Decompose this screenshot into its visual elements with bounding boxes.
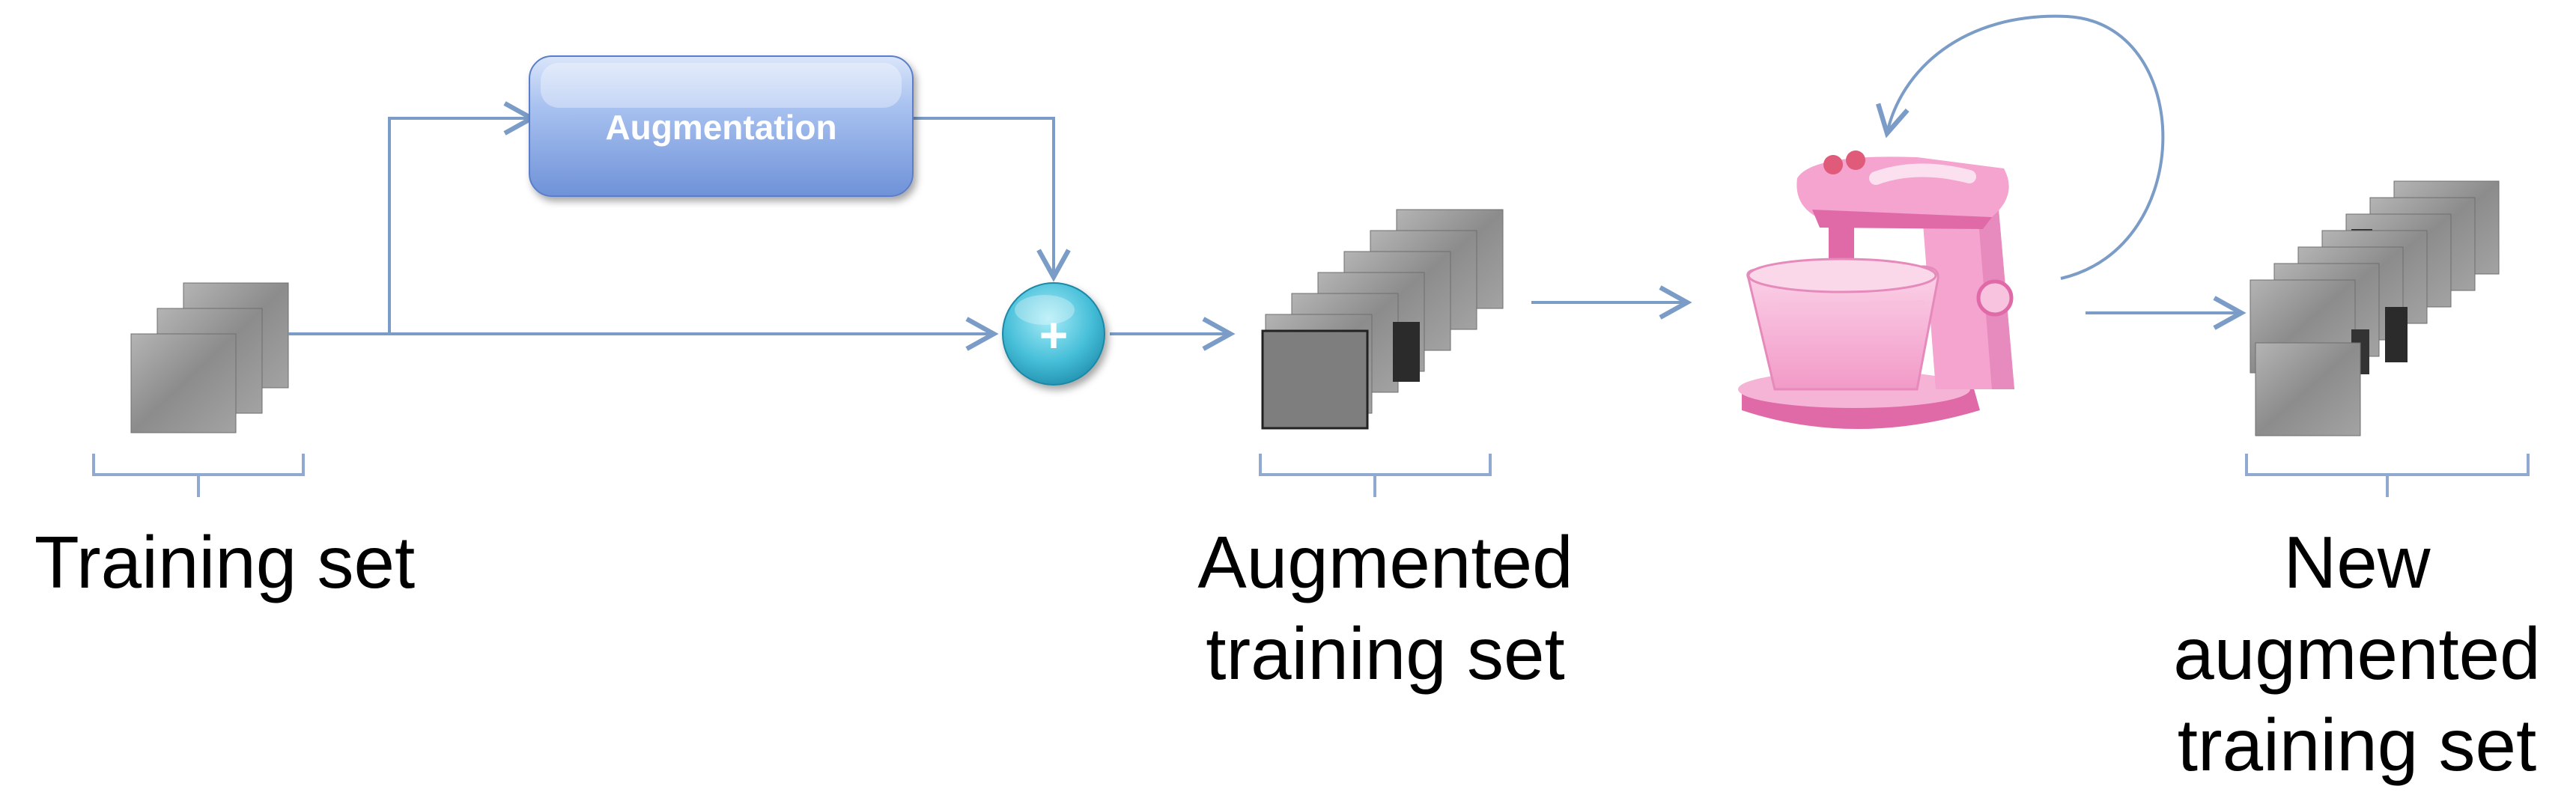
stand-mixer-icon — [1738, 150, 2014, 429]
arrow-augmentation-to-combine — [912, 117, 1071, 282]
new-augmented-set-image-stack — [2250, 180, 2500, 436]
training-set-bracket — [92, 454, 305, 497]
new-augmented-set-caption-line-1: New — [2283, 521, 2431, 603]
plus-icon: + — [1039, 307, 1069, 362]
augmentation-label: Augmentation — [605, 108, 836, 147]
combine-node — [1002, 282, 1105, 386]
training-set-caption-line-1: Training set — [34, 521, 416, 603]
brackets — [92, 454, 2530, 497]
new-augmented-set-caption-line-3: training set — [2177, 704, 2537, 786]
augmented-set-image-stack — [1261, 209, 1504, 430]
augmented-set-caption: Augmented training set — [1153, 517, 1617, 699]
augmented-set-bracket — [1259, 454, 1492, 497]
augmented-set-caption-line-2: training set — [1206, 612, 1565, 695]
connectors — [288, 14, 2247, 351]
arrow-training-to-augmentation — [388, 101, 537, 334]
new-augmented-set-caption: New augmented training set — [2138, 517, 2576, 791]
new-augmented-set-bracket — [2245, 454, 2530, 497]
training-set-caption: Training set — [0, 517, 449, 608]
augmented-set-caption-line-1: Augmented — [1197, 521, 1573, 603]
arrow-mixer-feedback-loop — [1876, 14, 2165, 280]
training-set-image-stack — [130, 282, 289, 433]
new-augmented-set-caption-line-2: augmented — [2173, 612, 2541, 695]
augmentation-box — [529, 55, 914, 197]
